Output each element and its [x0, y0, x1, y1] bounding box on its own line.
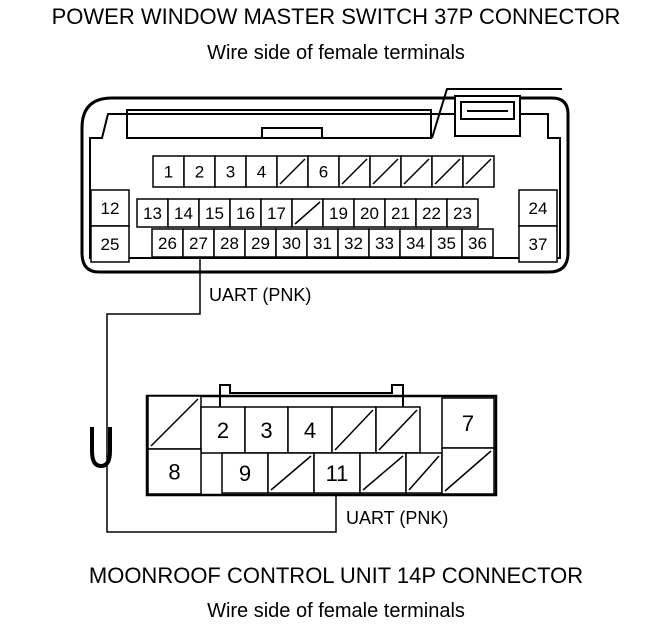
- uart-wire: [106, 258, 337, 533]
- top-pin-row1-0-label: 1: [164, 163, 173, 182]
- bottom-connector-title: MOONROOF CONTROL UNIT 14P CONNECTOR: [88, 563, 584, 588]
- top-pin-row3-4-label: 30: [282, 234, 301, 253]
- bottom-pin-row1-1-cell: [200, 406, 246, 454]
- top-pin-row1-2-label: 3: [226, 163, 235, 182]
- top-pin-row3-1-label: 27: [189, 234, 208, 253]
- bottom-pin-row1-5-blank-slash: [378, 409, 418, 451]
- top-pin-row1-5-cell: [307, 155, 340, 188]
- top-pin-left-1-label: 25: [101, 235, 120, 254]
- top-connector-housing: [80, 96, 570, 274]
- top-connector-title: POWER WINDOW MASTER SWITCH 37P CONNECTOR: [51, 4, 621, 29]
- top-pin-row2-10-label: 23: [453, 204, 472, 223]
- top-pin-row1-1-cell: [183, 155, 216, 188]
- top-pin-row3-10-cell: [461, 228, 494, 258]
- bottom-pin-row2-1-label: 9: [239, 461, 251, 486]
- uart-label-top: UART (PNK): [209, 285, 311, 305]
- top-pin-row1-1-label: 2: [195, 163, 204, 182]
- top-pin-row2-10-cell: [446, 198, 479, 228]
- top-pin-row3-6-label: 32: [344, 234, 363, 253]
- top-pin-row3-2-label: 28: [220, 234, 239, 253]
- top-pin-row3-8-label: 34: [406, 234, 425, 253]
- bottom-connector-subtitle: Wire side of female terminals: [207, 600, 465, 622]
- top-pin-left-0-cell: [90, 189, 130, 227]
- top-pin-row2-7-label: 20: [360, 204, 379, 223]
- wire-crossing-symbol: [90, 427, 112, 469]
- top-pin-right-0-cell: [518, 189, 558, 227]
- bottom-pin-row2-4-blank-slash: [362, 455, 404, 491]
- top-pin-row3-6-cell: [337, 228, 370, 258]
- top-pin-row1-4-blank-slash: [279, 158, 306, 185]
- bottom-pin-row2-2-blank-slash: [270, 455, 312, 491]
- top-pin-row1-10-blank-slash: [465, 158, 492, 185]
- bottom-pin-row2-3-label: 11: [326, 461, 349, 486]
- top-pin-row3-0-label: 26: [158, 234, 177, 253]
- top-pin-row2-4-label: 17: [267, 204, 286, 223]
- bottom-pin-row1-0-blank-slash: [150, 398, 199, 447]
- top-pin-row3-9-label: 35: [437, 234, 456, 253]
- top-pin-row1-6-blank-slash: [341, 158, 368, 185]
- top-connector-inner-outline: [89, 113, 561, 259]
- top-pin-row1-3-cell: [245, 155, 278, 188]
- top-pin-row2-6-label: 19: [329, 204, 348, 223]
- top-pin-left-1-cell: [90, 225, 130, 263]
- top-pin-row2-2-label: 15: [205, 204, 224, 223]
- top-pin-right-1-cell: [518, 225, 558, 263]
- top-pin-row2-8-cell: [384, 198, 417, 228]
- top-pin-row2-7-cell: [353, 198, 386, 228]
- bottom-connector-housing: [145, 394, 498, 497]
- bottom-pin-row1-6-label: 7: [462, 411, 474, 436]
- top-pin-row2-3-label: 16: [236, 204, 255, 223]
- top-pin-row2-2-cell: [198, 198, 231, 228]
- top-connector-subtitle: Wire side of female terminals: [207, 42, 465, 64]
- top-pin-row2-8-label: 21: [391, 204, 410, 223]
- top-pin-row3-2-cell: [213, 228, 246, 258]
- top-pin-row3-7-label: 33: [375, 234, 394, 253]
- bottom-pin-row1-2-label: 3: [260, 418, 272, 443]
- top-pin-right-0-label: 24: [529, 199, 548, 218]
- top-pin-row3-9-cell: [430, 228, 463, 258]
- top-pin-row2-6-cell: [322, 198, 355, 228]
- top-pin-left-0-label: 12: [101, 199, 120, 218]
- top-pin-row1-7-blank-slash: [372, 158, 399, 185]
- top-pin-row3-8-cell: [399, 228, 432, 258]
- bottom-pin-row2-1-cell: [221, 452, 269, 494]
- top-pin-row1-5-label: 6: [319, 163, 328, 182]
- bottom-connector-latch: [219, 384, 404, 407]
- uart-label-bottom: UART (PNK): [346, 508, 448, 528]
- top-pin-row2-0-label: 13: [143, 204, 162, 223]
- top-pin-row1-0-cell: [152, 155, 185, 188]
- bottom-pin-row2-3-cell: [313, 452, 361, 494]
- bottom-pin-extra-blank-slash: [444, 450, 492, 492]
- top-connector-ramp: [431, 88, 562, 139]
- top-pin-row1-9-blank-slash: [434, 158, 461, 185]
- top-pin-row2-3-cell: [229, 198, 262, 228]
- top-connector-slot: [126, 109, 432, 139]
- bottom-pin-row2-0-label: 8: [168, 460, 180, 485]
- top-pin-row3-3-label: 29: [251, 234, 270, 253]
- bottom-pin-row1-4-blank-slash: [334, 409, 374, 451]
- top-pin-row1-3-label: 4: [257, 163, 266, 182]
- top-pin-row2-1-label: 14: [174, 204, 193, 223]
- top-pin-row2-9-label: 22: [422, 204, 441, 223]
- bottom-pin-row2-0-cell: [147, 448, 202, 495]
- bottom-pin-row1-1-label: 2: [217, 418, 229, 443]
- top-pin-right-1-label: 37: [529, 235, 548, 254]
- bottom-pin-row1-3-label: 4: [304, 418, 316, 443]
- top-pin-row2-5-blank-slash: [294, 201, 321, 225]
- top-pin-row3-10-label: 36: [468, 234, 487, 253]
- top-connector-notch: [261, 127, 323, 138]
- top-pin-row1-8-blank-slash: [403, 158, 430, 185]
- top-pin-row3-5-label: 31: [313, 234, 332, 253]
- top-pin-row2-9-cell: [415, 198, 448, 228]
- bottom-pin-row1-6-cell: [441, 397, 495, 449]
- bottom-pin-row1-3-cell: [287, 406, 333, 454]
- bottom-pin-row2-5-blank-slash: [408, 455, 440, 491]
- top-connector-lock-window: [460, 101, 515, 120]
